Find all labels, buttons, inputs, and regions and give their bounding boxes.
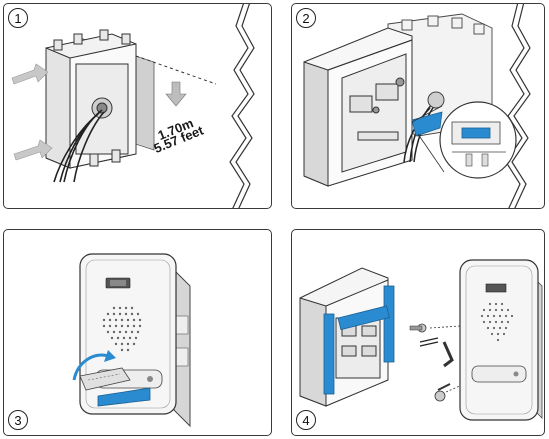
- wall-edge: [505, 4, 525, 208]
- hand-icon: [79, 367, 151, 407]
- cable-bundle-icon: [53, 109, 105, 183]
- wall-box-icon: [45, 29, 137, 169]
- arrow-icon: [11, 63, 49, 85]
- call-button: [471, 365, 527, 383]
- cable-bundle-icon: [419, 337, 439, 347]
- screw-icon: [409, 323, 461, 333]
- step-1-panel: 1 1.70m 5.57 feet: [3, 3, 272, 209]
- step-number-badge: 1: [8, 8, 28, 28]
- speaker-grille: [102, 306, 142, 352]
- step-2-panel: 2: [291, 3, 545, 209]
- module-attach-illustration: [303, 4, 531, 208]
- intercom-module: [303, 27, 413, 187]
- camera-icon: [485, 283, 507, 293]
- step-number-badge: 2: [296, 8, 316, 28]
- final-assembly-illustration: [299, 259, 543, 421]
- step-number-badge: 3: [8, 410, 28, 430]
- allen-key-icon: [442, 341, 454, 368]
- mounting-bracket: [323, 285, 395, 395]
- mounting-box-illustration: [11, 4, 255, 208]
- arrow-icon: [13, 139, 53, 161]
- step-4-panel: 4: [291, 229, 545, 436]
- wall-edge: [229, 4, 249, 208]
- step-number-badge: 4: [296, 410, 316, 430]
- step-3-panel: 3: [3, 229, 272, 436]
- front-panel-illustration: [72, 253, 191, 428]
- arrow-icon: [165, 81, 187, 107]
- speaker-grille: [480, 302, 514, 342]
- arrow-icon: [72, 353, 109, 381]
